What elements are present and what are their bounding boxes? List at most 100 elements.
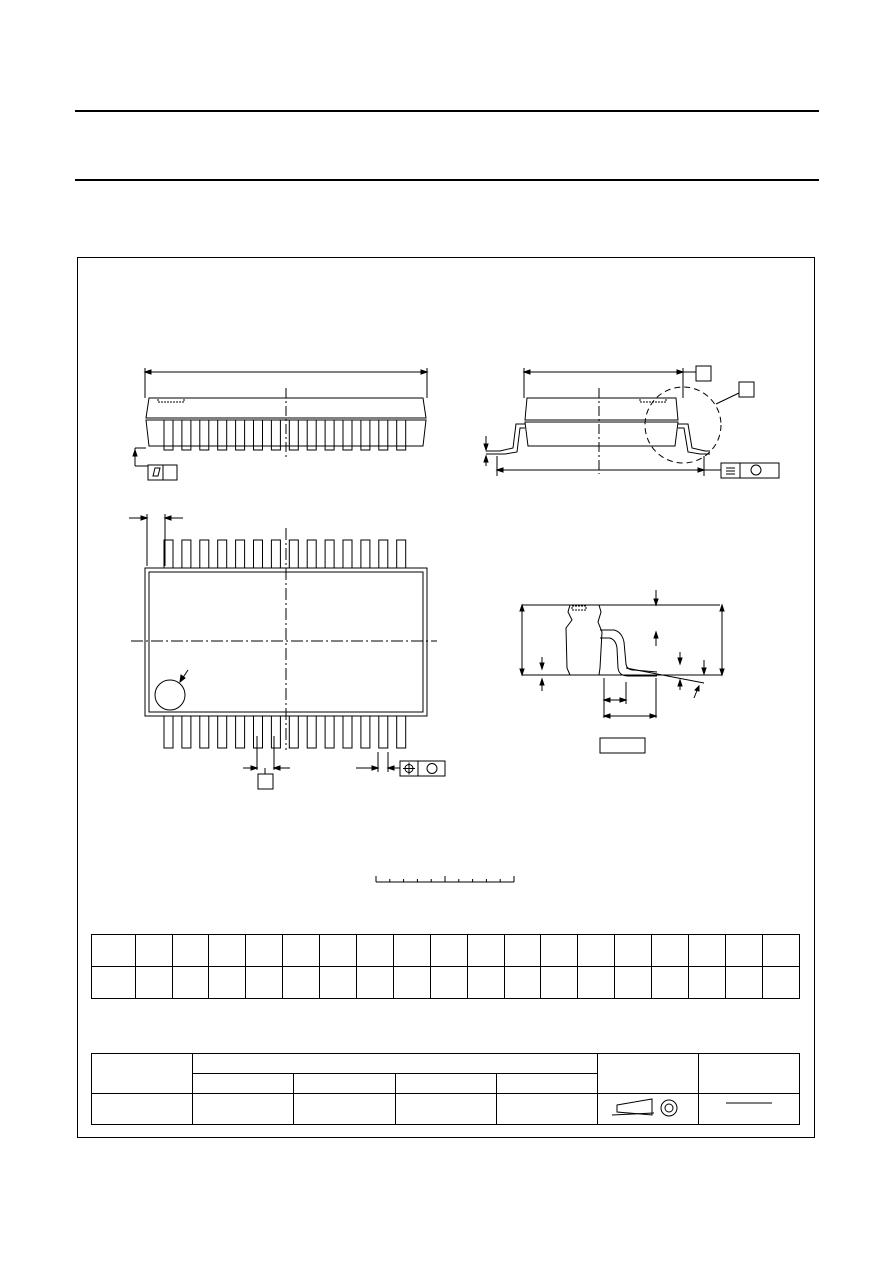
dimension-cell: [134, 934, 173, 967]
bottom-lead: [199, 715, 210, 749]
dimension-cell: [651, 966, 690, 999]
front-lead: [360, 419, 371, 451]
dimension-cell: [245, 934, 284, 967]
issue-date-value: [698, 1093, 800, 1125]
front-lead: [396, 419, 407, 451]
drawing-frame: [77, 257, 815, 1138]
dimension-cell: [503, 934, 542, 967]
reference-jedec: [293, 1073, 396, 1094]
dimension-cell: [429, 934, 468, 967]
dimension-cell: [356, 934, 394, 967]
dimension-row: [91, 934, 801, 967]
references-header: [192, 1053, 598, 1074]
front-view: [132, 368, 429, 481]
front-lead: [163, 419, 174, 451]
dimension-cell: [392, 934, 431, 967]
front-lead: [288, 419, 299, 451]
dimension-cell: [614, 966, 653, 999]
front-lead: [235, 419, 246, 451]
bottom-lead: [288, 715, 299, 749]
position-frame: [399, 760, 446, 777]
reference-jeita: [394, 1073, 497, 1094]
bottom-lead: [378, 715, 389, 749]
dimension-cell: [208, 966, 247, 999]
jedec-value: [293, 1093, 396, 1125]
dimension-cell: [577, 934, 616, 967]
top-lead: [270, 539, 281, 569]
dimension-cell: [134, 966, 173, 999]
top-lead: [306, 539, 317, 569]
dimension-cell: [171, 934, 210, 967]
detail-view: [519, 590, 725, 754]
dimension-cell: [429, 966, 468, 999]
header-top-rule: [75, 110, 819, 112]
top-lead: [342, 539, 353, 569]
dimension-cell: [503, 966, 542, 999]
dimension-cell: [651, 934, 690, 967]
header-bottom-rule: [75, 179, 819, 181]
outline-version-table: [91, 1053, 800, 1125]
dimension-cell: [540, 966, 579, 999]
bottom-lead: [360, 715, 371, 749]
detail-callout-box: [738, 381, 755, 398]
dimension-cell: [614, 934, 653, 967]
top-lead: [324, 539, 335, 569]
other-value: [495, 1093, 599, 1125]
front-lead: [217, 419, 228, 451]
projection-header: [597, 1053, 699, 1094]
bottom-lead: [217, 715, 228, 749]
top-lead: [253, 539, 263, 569]
dimension-cell: [319, 934, 358, 967]
front-lead: [378, 419, 389, 451]
top-lead: [378, 539, 389, 569]
dimension-cell: [761, 966, 801, 999]
front-lead: [199, 419, 210, 451]
reference-iec: [191, 1073, 295, 1094]
reference-other: [495, 1073, 599, 1094]
dimension-cell: [171, 966, 210, 999]
dimension-cell: [91, 966, 136, 999]
dimension-table: [91, 934, 801, 999]
dimension-cell: [540, 934, 579, 967]
outline-version-cell: [91, 1053, 193, 1094]
pin1-index-icon: [154, 679, 186, 711]
dimension-cell: [282, 966, 321, 999]
front-lead: [181, 419, 192, 451]
bottom-lead: [324, 715, 335, 749]
dimension-cell: [208, 934, 247, 967]
dimension-cell: [282, 934, 321, 967]
issue-date-header: [698, 1053, 800, 1094]
dimension-row: [91, 966, 801, 999]
front-lead: [253, 419, 263, 451]
top-lead: [288, 539, 299, 569]
bottom-lead: [342, 715, 353, 749]
datum-box-a: [695, 365, 712, 382]
dimension-cell: [245, 966, 284, 999]
bottom-lead: [181, 715, 192, 749]
dimension-cell: [688, 966, 726, 999]
front-view-leads: [163, 419, 407, 451]
bottom-lead: [163, 715, 174, 749]
bottom-lead: [235, 715, 246, 749]
dimension-cell: [392, 966, 431, 999]
outline-version-value: [91, 1093, 193, 1125]
parallelism-frame: [720, 462, 780, 479]
jeita-value: [394, 1093, 497, 1125]
bottom-lead: [396, 715, 407, 749]
scale-bar: [375, 876, 515, 883]
top-view-leads: [163, 539, 407, 749]
dimension-cell: [466, 966, 505, 999]
front-lead: [306, 419, 317, 451]
detail-label-box: [599, 737, 646, 754]
dimension-cell: [91, 934, 136, 967]
dimension-cell: [577, 966, 616, 999]
dimension-cell: [724, 966, 763, 999]
top-lead: [396, 539, 407, 569]
projection-value: [597, 1093, 699, 1125]
top-lead: [360, 539, 371, 569]
dimension-cell: [466, 934, 505, 967]
front-lead: [270, 419, 281, 451]
top-lead: [217, 539, 228, 569]
end-view: [483, 365, 780, 479]
